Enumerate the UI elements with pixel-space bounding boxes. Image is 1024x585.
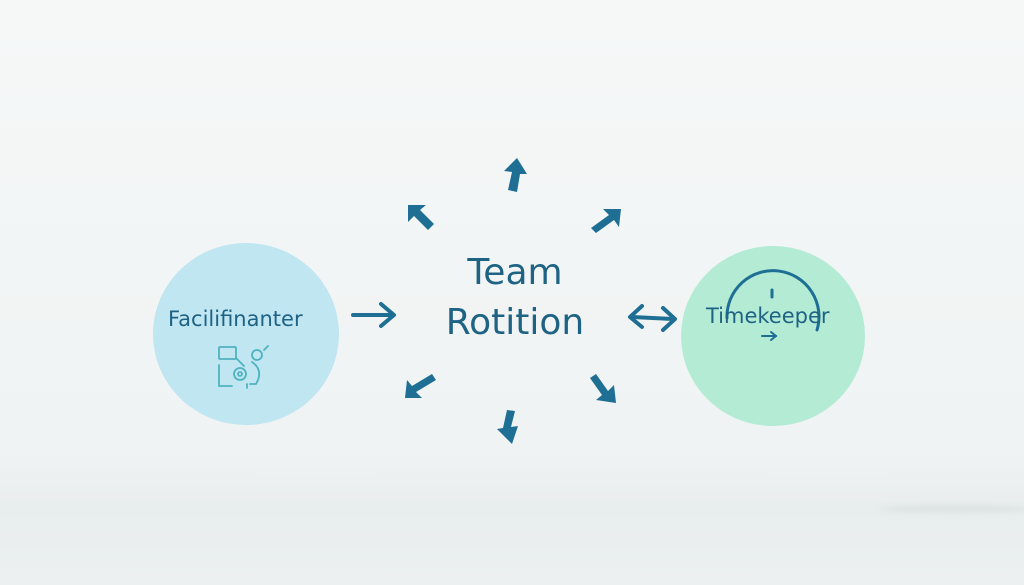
center-title-line2: Rotition	[445, 302, 585, 343]
tools-icon	[218, 345, 269, 389]
arrow-facilitator-to-center	[351, 302, 396, 328]
center-title: Team Rotition	[430, 248, 600, 348]
arrow-center-timekeeper	[628, 304, 677, 332]
center-title-line1: Team	[467, 252, 563, 293]
radial-arrow-bottom-left	[405, 374, 436, 398]
facilitator-label: Facilifinanter	[168, 307, 303, 331]
radial-arrow-top-right	[591, 209, 621, 233]
radial-arrow-top-left	[408, 205, 434, 230]
floor-shadow	[880, 505, 1024, 513]
radial-arrow-bottom-right	[590, 374, 616, 403]
facilitator-circle[interactable]	[153, 243, 339, 425]
clock-icon	[725, 269, 821, 341]
floor-gradient	[0, 455, 1024, 585]
radial-arrow-top	[504, 158, 527, 192]
timekeeper-label: Timekeeper	[706, 304, 830, 328]
radial-arrow-bottom	[497, 410, 518, 444]
